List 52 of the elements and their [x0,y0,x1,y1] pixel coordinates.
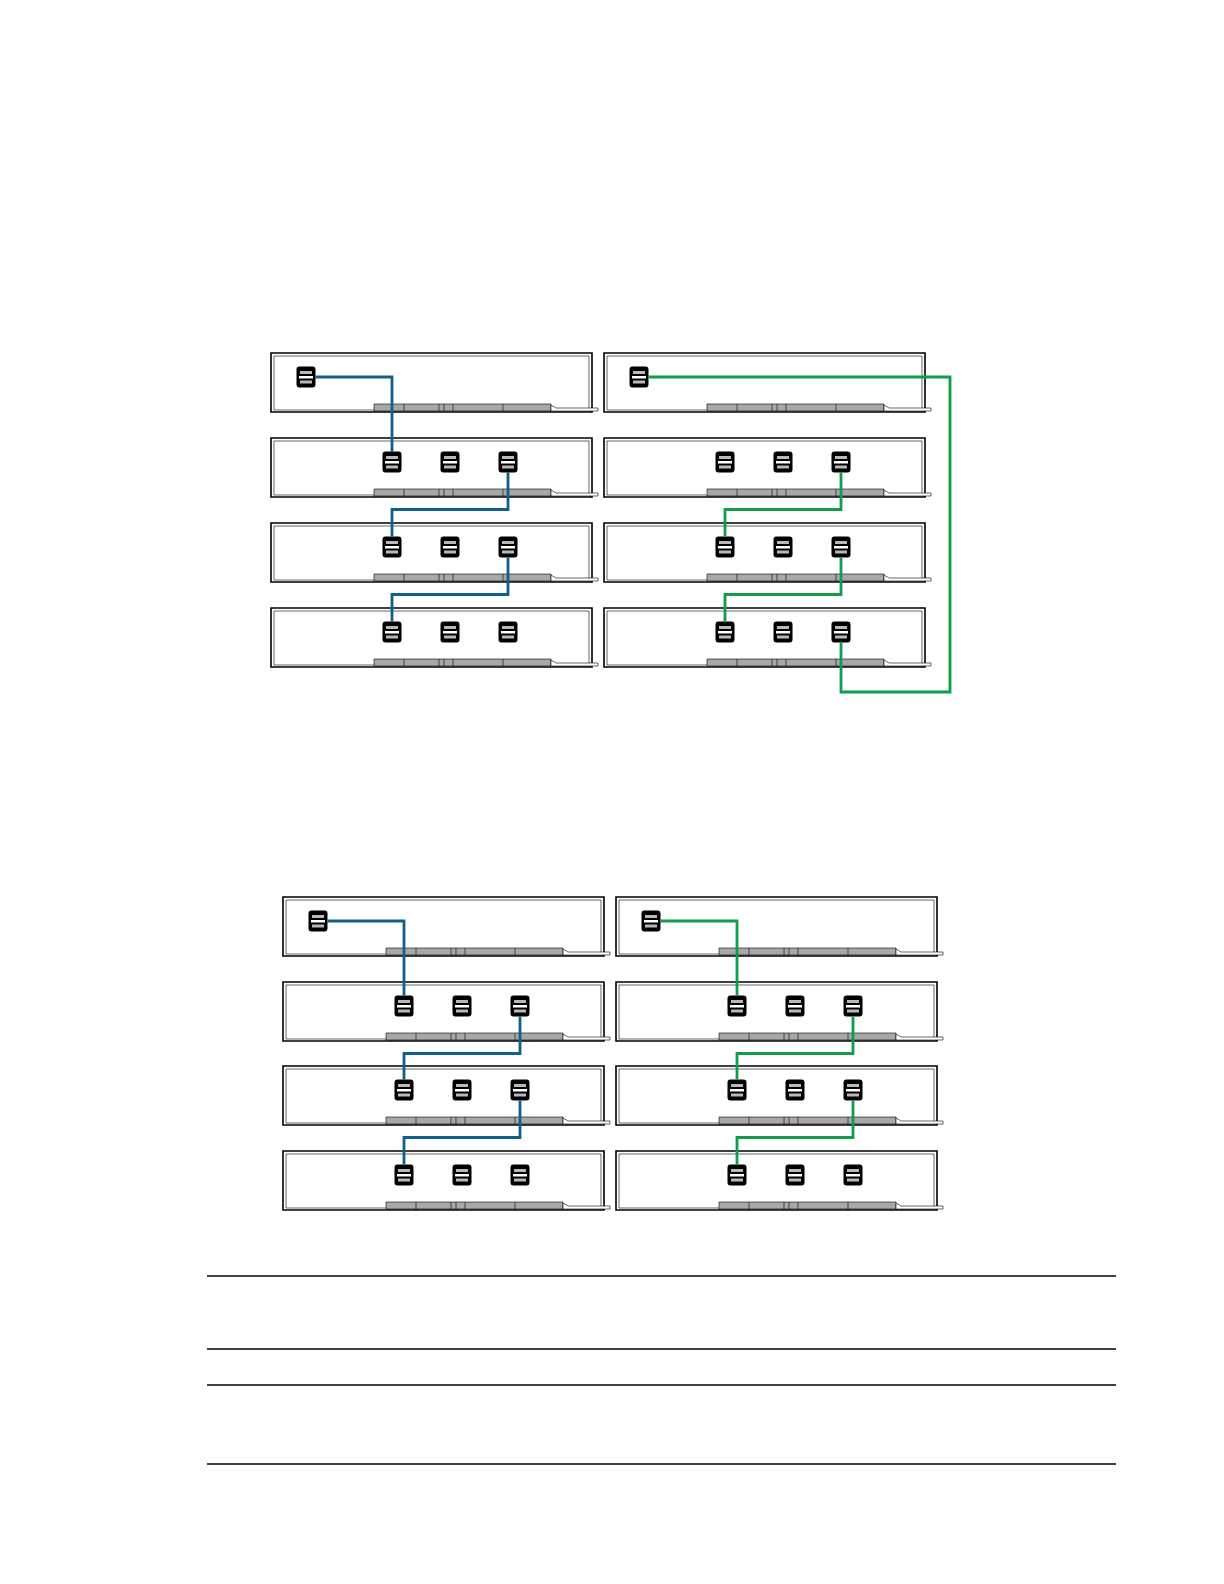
port-icon [715,536,735,558]
enclosure-box [615,1065,944,1126]
port-icon [831,621,851,643]
enclosure-box [270,352,599,413]
port-icon [641,910,661,932]
enclosure-box [282,896,611,957]
port-icon [498,536,518,558]
port-icon [727,995,747,1017]
port-icon [727,1164,747,1186]
enclosure-box [615,981,944,1042]
enclosure-box [603,522,932,583]
enclosure-box [615,1150,944,1211]
port-icon [382,621,402,643]
port-icon [831,451,851,473]
port-icon [727,1079,747,1101]
cable-line [315,375,394,452]
port-icon [308,910,328,932]
port-icon [831,536,851,558]
port-icon [629,366,649,388]
enclosure-box [603,607,932,668]
port-icon [394,1079,414,1101]
port-icon [715,621,735,643]
enclosure-box [615,896,944,957]
enclosure-box [270,437,599,498]
cable-line [390,557,510,622]
enclosure-box [603,352,932,413]
port-icon [382,451,402,473]
port-icon [394,1164,414,1186]
enclosure-box [270,607,599,668]
port-icon [510,995,530,1017]
port-icon [843,1079,863,1101]
port-icon [296,366,316,388]
port-icon [394,995,414,1017]
enclosure-box [270,522,599,583]
cable-line [723,472,843,537]
enclosure-box [282,1150,611,1211]
cable-line [402,1100,522,1165]
port-icon [382,536,402,558]
cable-line [735,1100,855,1165]
cable-line [402,1016,522,1080]
enclosure-box [603,437,932,498]
port-icon [510,1079,530,1101]
cable-line [390,472,510,537]
cable-line [735,1016,855,1080]
cable-line [327,919,406,996]
cable-line [660,919,739,996]
enclosure-box [282,1065,611,1126]
cable-line [648,375,952,694]
port-icon [843,995,863,1017]
cable-line [723,557,843,622]
port-icon [498,451,518,473]
enclosure-box [282,981,611,1042]
